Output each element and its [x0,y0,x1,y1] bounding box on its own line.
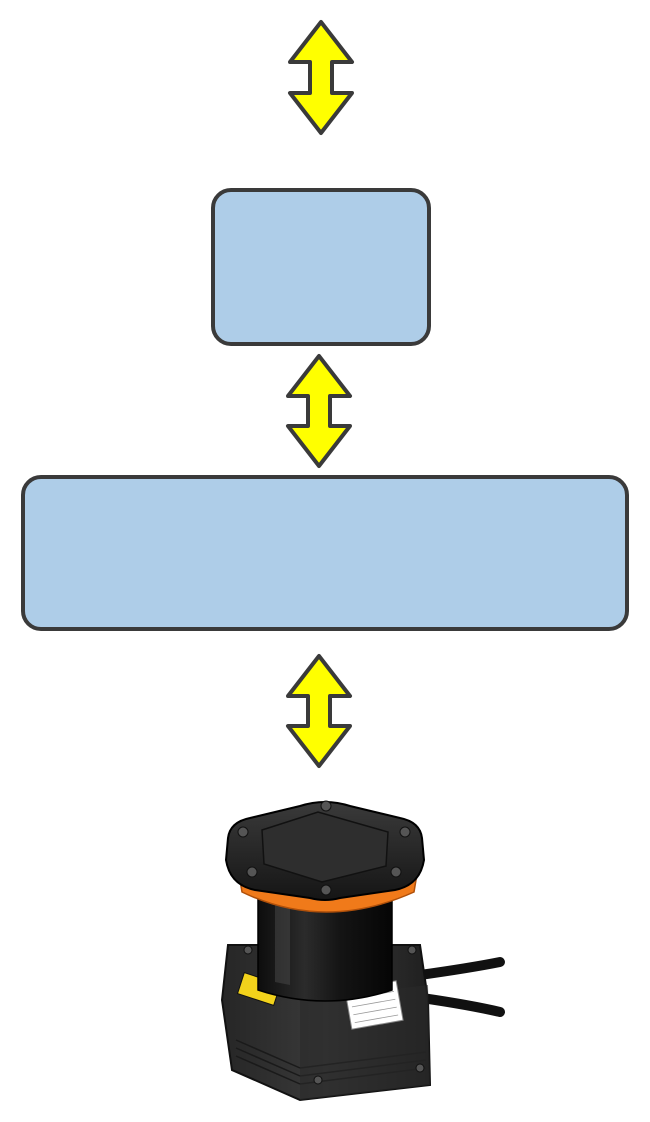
lower-box [21,475,629,631]
cable [417,993,505,1017]
double-arrow-icon [288,20,354,135]
double-arrow-shape [286,354,352,468]
double-arrow-shape [286,654,352,768]
cable [415,957,505,980]
double-arrow-shape [288,20,354,135]
upper-box [211,188,431,346]
double-arrow-icon [286,354,352,468]
top-panel [261,811,389,883]
lidar-sensor-image [220,800,505,1102]
double-arrow-icon [286,654,352,768]
scanner-window [257,891,393,1002]
